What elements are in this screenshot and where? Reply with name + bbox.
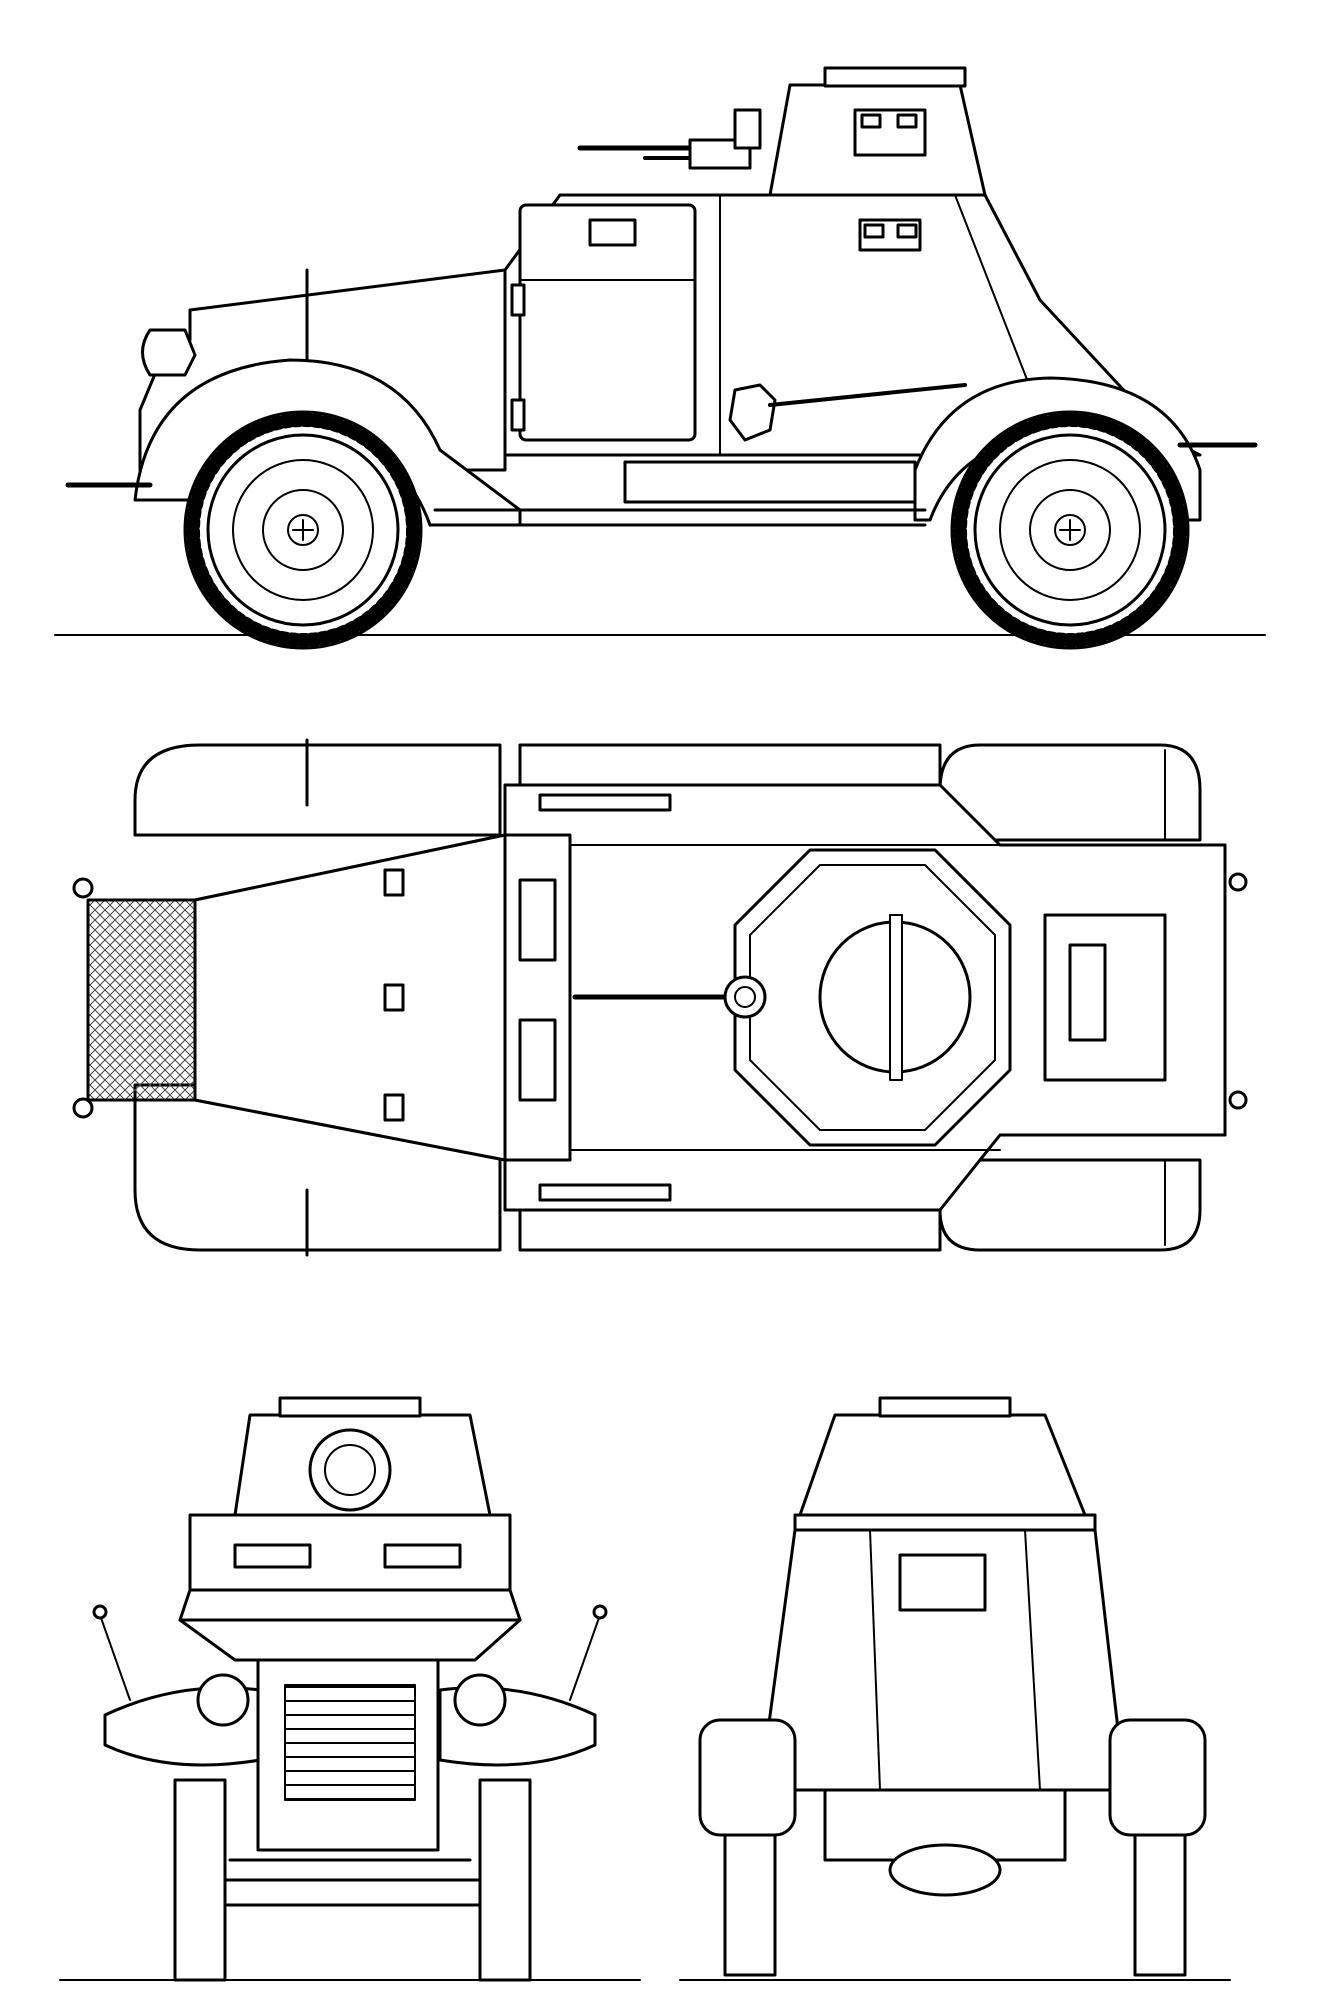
rear-vision-slot — [898, 1553, 987, 1612]
top-driver-hatch-left — [518, 878, 557, 962]
side-shovel — [728, 383, 967, 442]
rear-fender-left — [698, 1718, 797, 1837]
top-machine-gun — [572, 975, 767, 1019]
top-rear-fender-left — [938, 743, 1202, 842]
rear-fender-right — [1108, 1718, 1207, 1837]
front-view — [59, 1396, 641, 1982]
side-door — [510, 203, 697, 442]
side-view — [54, 66, 1266, 650]
side-front-wheel — [183, 410, 423, 650]
rear-view — [679, 1396, 1231, 1981]
side-running-board — [623, 460, 917, 504]
top-front-tread-plate — [86, 898, 200, 1102]
front-wheel-right — [478, 1778, 532, 1982]
front-radiator-grille — [284, 1684, 416, 1801]
front-headlight-right — [453, 1673, 507, 1727]
side-turret-hatch — [823, 66, 967, 88]
top-rear-fender-right — [938, 1158, 1202, 1252]
front-wheel-left — [173, 1778, 227, 1982]
side-rear-wheel — [950, 410, 1190, 650]
front-headlight-left — [196, 1673, 250, 1727]
top-driver-hatch-right — [518, 1018, 557, 1102]
top-front-fender-left — [133, 743, 502, 837]
top-view — [72, 738, 1248, 1257]
side-headlight — [141, 328, 197, 377]
side-machine-gun — [577, 108, 762, 170]
